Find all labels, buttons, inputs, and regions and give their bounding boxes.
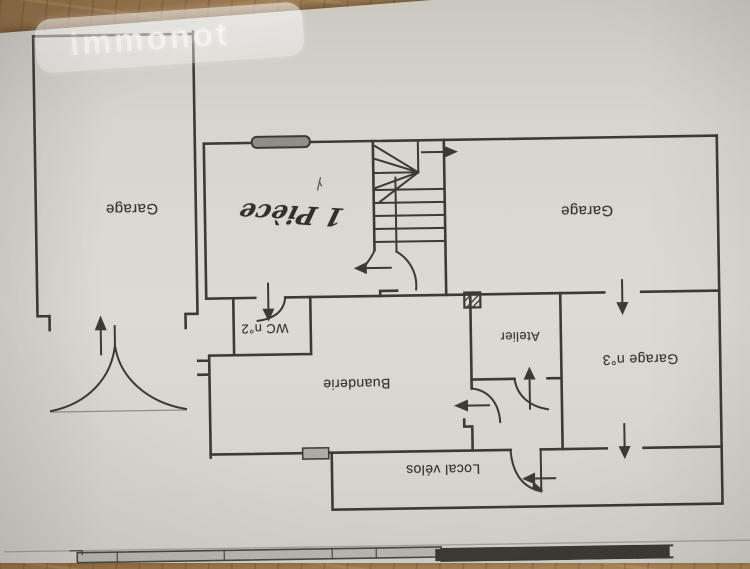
room-label-atelier: Atelier bbox=[499, 328, 540, 345]
room-label-wc-2: WC n°2 bbox=[240, 320, 289, 337]
staircase-icon bbox=[362, 138, 448, 297]
garage3-top-arrow-icon bbox=[616, 279, 629, 316]
local-velos-door-arrow-icon bbox=[522, 472, 557, 485]
lower-horizontal-wall bbox=[209, 445, 723, 460]
watermark-text: immonot bbox=[68, 14, 231, 63]
stair-door-arrow-icon bbox=[353, 262, 392, 275]
window-icon bbox=[250, 135, 311, 149]
right-outer-wall bbox=[715, 134, 724, 504]
mid-horizontal-wall bbox=[204, 289, 721, 300]
room-label-piece-1-handwritten: 1 Pièce bbox=[235, 197, 347, 232]
wc-walls bbox=[196, 295, 313, 459]
local-velos-walls bbox=[330, 451, 724, 512]
buanderie-door-swing-icon bbox=[470, 387, 502, 424]
atelier-door-arrow-icon bbox=[523, 366, 536, 410]
garage3-bottom-arrow-icon bbox=[618, 423, 631, 460]
room-label-garage-3: Garage n°3 bbox=[602, 351, 679, 369]
garage-entrance-up-arrow-icon bbox=[94, 315, 107, 356]
wc-door-swing-icon bbox=[256, 296, 287, 322]
local-velos-door-swing-icon bbox=[509, 450, 544, 493]
double-door-swing-icon bbox=[49, 325, 188, 413]
second-plan-edge bbox=[3, 539, 750, 564]
buanderie-walls bbox=[462, 293, 474, 452]
room-label-garage-right: Garage bbox=[560, 201, 614, 220]
chimney-flue-icon bbox=[463, 291, 482, 309]
buanderie-door-arrow-icon bbox=[453, 399, 490, 412]
atelier-door-swing-icon bbox=[513, 377, 550, 411]
room-label-buanderie: Buanderie bbox=[322, 375, 391, 393]
middle-room-left-wall bbox=[202, 142, 208, 300]
room-label-local-velos: Local vélos bbox=[405, 461, 481, 479]
stairs-direction-arrow-icon bbox=[420, 145, 458, 158]
stair-door-swing-icon bbox=[378, 250, 418, 298]
wc-door-arrow-icon bbox=[262, 282, 275, 322]
handwriting-mark bbox=[316, 177, 323, 191]
atelier-walls bbox=[470, 291, 564, 451]
room-label-garage-left: Garage bbox=[105, 199, 159, 218]
left-garage-walls bbox=[31, 30, 199, 332]
